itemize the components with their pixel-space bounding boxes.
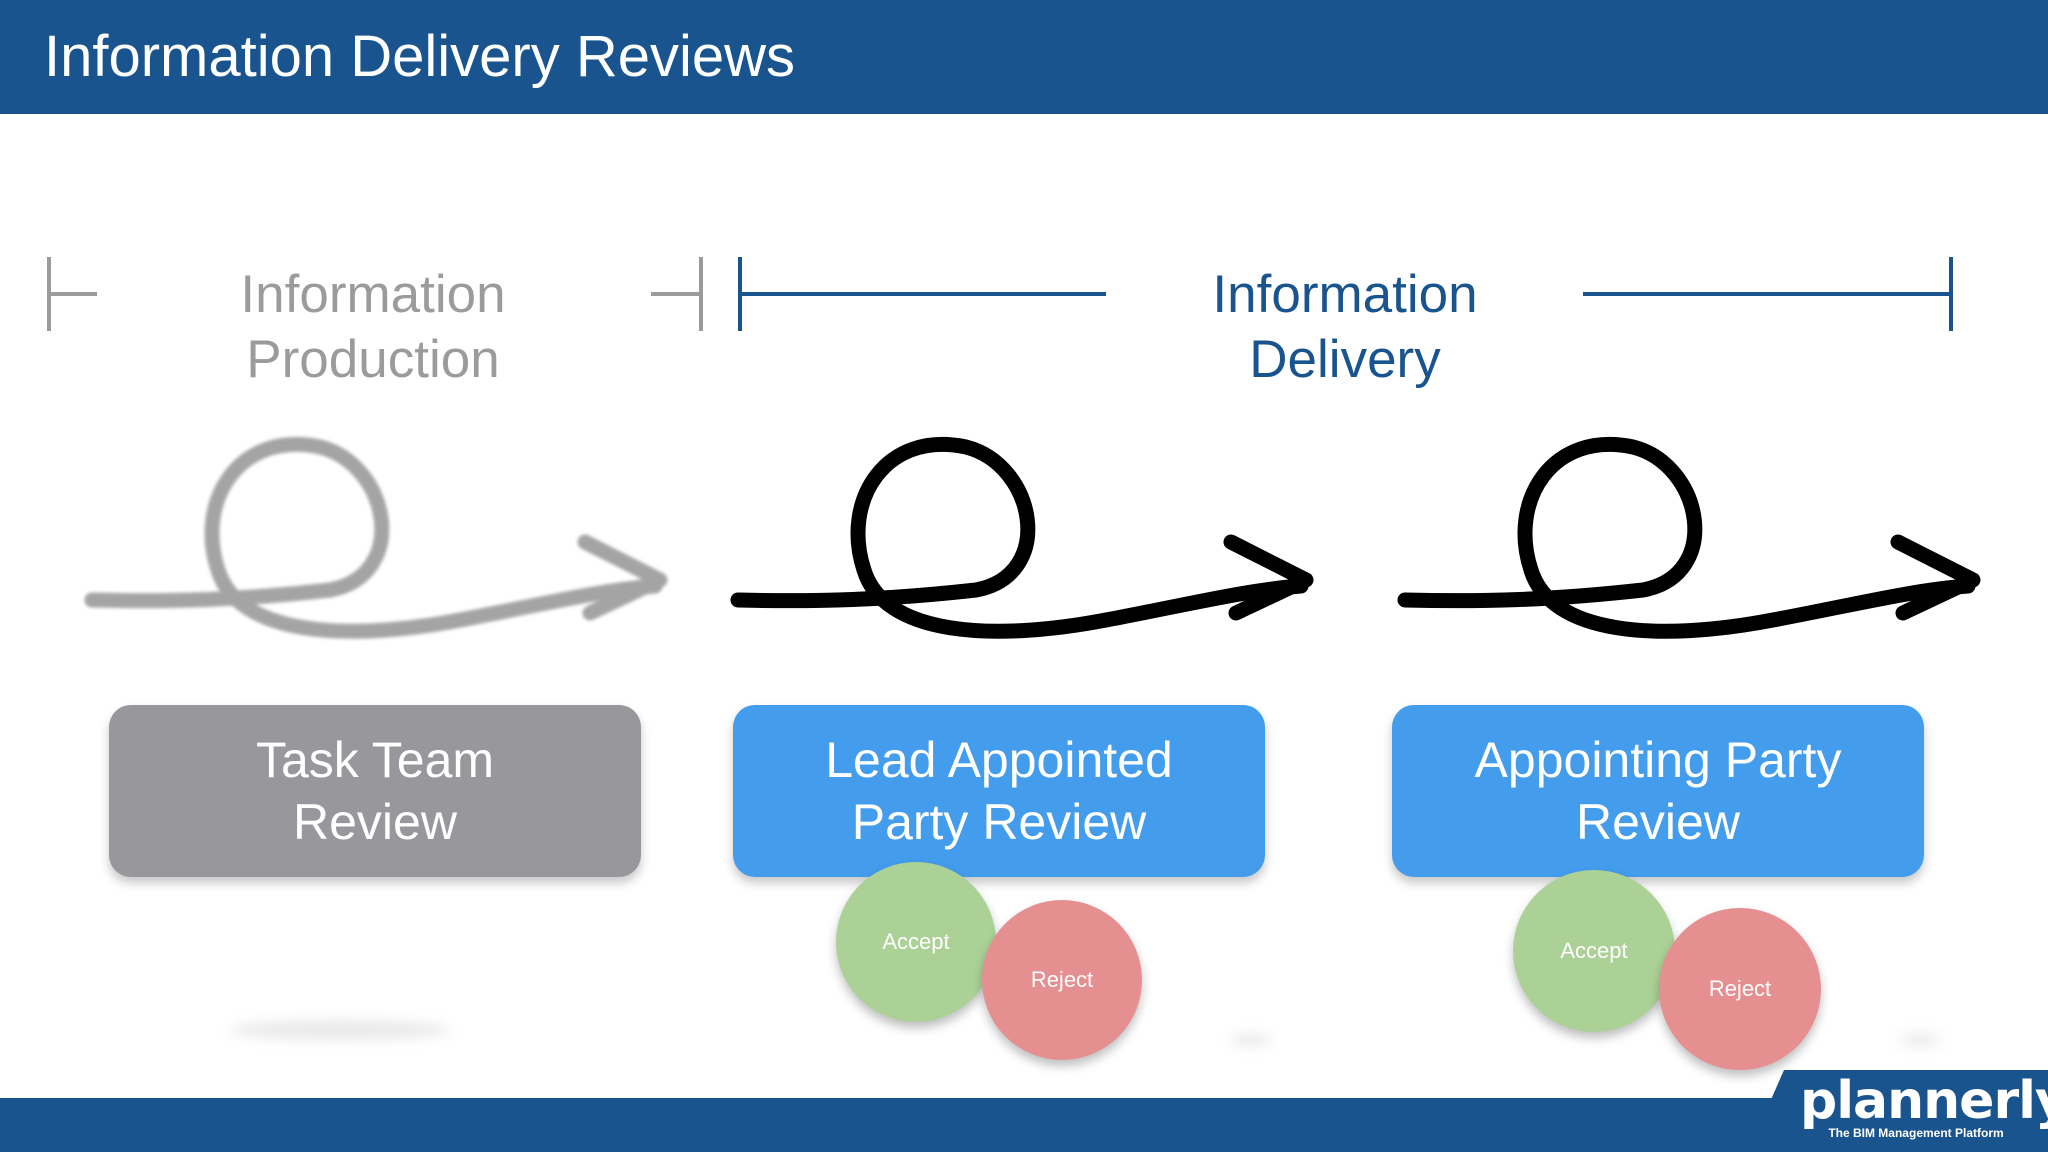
appointing-party-reject-circle: Reject <box>1659 908 1821 1070</box>
production-bracket-left-line <box>47 292 97 296</box>
delivery-label-line1: Information <box>1212 265 1478 324</box>
production-bracket-right-line <box>651 292 703 296</box>
delivery-label-line2: Delivery <box>1249 330 1441 389</box>
page-title: Information Delivery Reviews <box>44 24 796 89</box>
lead-appointed-party-review-box: Lead Appointed Party Review <box>733 705 1265 877</box>
loop-arrow-production-icon <box>84 437 668 639</box>
lead-appointed-accept-label: Accept <box>882 929 950 954</box>
production-label-line1: Information <box>240 265 506 324</box>
delivery-bracket-right-tick <box>1949 257 1953 331</box>
loop-arrow-lead-appointed-icon <box>730 437 1314 639</box>
information-production-label: Information Production <box>180 262 566 392</box>
lead-appointed-reject-circle: Reject <box>982 900 1142 1060</box>
appointing-party-accept-circle: Accept <box>1513 870 1675 1032</box>
information-delivery-label: Information Delivery <box>1150 262 1540 392</box>
appointing-party-review-line1: Appointing Party <box>1474 732 1842 788</box>
appointing-party-reject-label: Reject <box>1708 976 1772 1001</box>
lead-appointed-party-review-line2: Party Review <box>851 794 1147 850</box>
plannerly-logo: plannerly <box>1800 1071 2048 1131</box>
production-label-line2: Production <box>246 330 500 389</box>
production-bracket-right-tick <box>699 257 703 331</box>
header-bar: Information Delivery Reviews <box>0 0 2048 114</box>
appointing-party-review-box: Appointing Party Review <box>1392 705 1924 877</box>
delivery-bracket-right-line <box>1583 292 1953 296</box>
task-team-review-line1: Task Team <box>255 732 495 788</box>
lead-appointed-party-review-line1: Lead Appointed <box>825 732 1173 788</box>
lead-appointed-accept-circle: Accept <box>836 862 996 1022</box>
task-team-review-line2: Review <box>293 794 457 850</box>
footer-bar <box>0 1098 2048 1152</box>
logo-tab <box>1748 1070 2048 1152</box>
task-team-review-box: Task Team Review <box>109 705 641 877</box>
delivery-bracket-left-line <box>738 292 1106 296</box>
appointing-party-accept-label: Accept <box>1560 938 1628 963</box>
loop-arrow-appointing-party-icon <box>1397 437 1981 639</box>
appointing-party-review-line2: Review <box>1576 794 1740 850</box>
plannerly-tagline: The BIM Management Platform <box>1828 1126 2004 1140</box>
lead-appointed-reject-label: Reject <box>1030 967 1094 992</box>
